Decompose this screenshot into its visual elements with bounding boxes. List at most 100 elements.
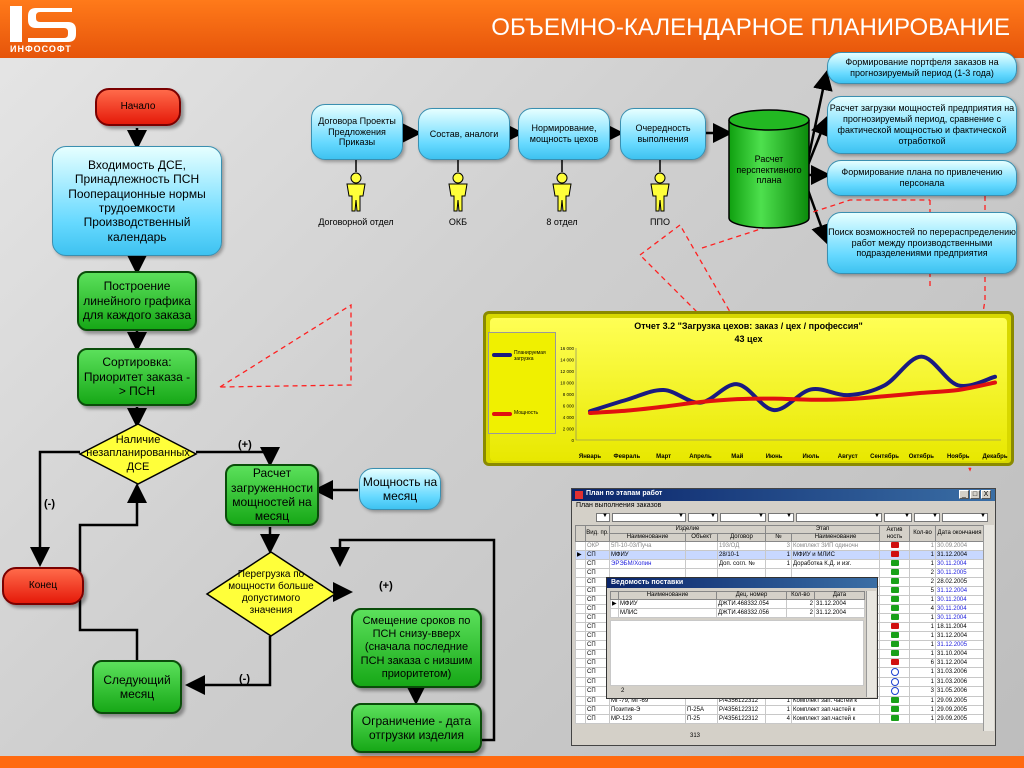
cell-active[interactable]	[879, 568, 911, 578]
cell-active[interactable]	[879, 595, 911, 605]
cell-active[interactable]	[879, 704, 911, 715]
row-marker[interactable]	[575, 667, 586, 678]
cell-active[interactable]	[879, 541, 911, 551]
cell-date[interactable]: 31.12.2004	[935, 586, 985, 596]
cell-qty[interactable]: 4	[909, 604, 937, 614]
row-marker[interactable]	[575, 559, 586, 569]
modal-cell-name[interactable]: МЛИС	[618, 608, 717, 618]
filter-qty[interactable]	[914, 513, 940, 522]
cell-vid[interactable]: СП	[585, 704, 610, 715]
col-num[interactable]: №	[765, 533, 793, 542]
cell-date[interactable]: 31.12.2004	[935, 550, 985, 560]
cell-active[interactable]	[879, 613, 911, 623]
cell-date[interactable]: 31.03.2006	[935, 667, 985, 678]
cell-object[interactable]	[685, 541, 718, 551]
cell-object[interactable]: П-25	[685, 713, 718, 724]
cell-qty[interactable]: 1	[909, 631, 937, 641]
cell-qty[interactable]: 1	[909, 704, 937, 715]
modal-titlebar[interactable]	[607, 578, 877, 588]
modal-cell-date[interactable]: 31.12.2004	[814, 608, 865, 618]
cell-qty[interactable]: 1	[909, 695, 937, 706]
row-marker[interactable]	[575, 577, 586, 587]
col-contract[interactable]: Договор	[716, 533, 767, 542]
modal-scrollbar[interactable]	[866, 591, 876, 697]
cell-active[interactable]	[879, 577, 911, 587]
row-marker[interactable]	[575, 686, 586, 697]
col-active[interactable]: Актив ность	[879, 525, 911, 542]
cell-active[interactable]	[879, 604, 911, 614]
cell-num[interactable]: 1	[765, 704, 793, 715]
cell-active[interactable]	[879, 559, 911, 569]
cell-date[interactable]: 30.11.2004	[935, 595, 985, 605]
cell-qty[interactable]: 1	[909, 541, 937, 551]
row-marker[interactable]	[575, 595, 586, 605]
cell-vid[interactable]: СП	[585, 713, 610, 724]
cell-date[interactable]: 30.11.2004	[935, 604, 985, 614]
cell-date[interactable]: 31.03.2006	[935, 676, 985, 688]
window-titlebar[interactable]	[572, 489, 995, 501]
filter-object[interactable]	[688, 513, 718, 522]
cell-date[interactable]: 30.09.2004	[935, 541, 985, 551]
cell-name[interactable]: Позитив-Э	[609, 704, 686, 715]
cell-object[interactable]	[685, 559, 718, 569]
cell-name[interactable]: МФИУ	[609, 550, 686, 560]
cell-qty[interactable]: 1	[909, 595, 937, 605]
cell-date[interactable]: 29.09.2005	[935, 695, 985, 706]
cell-date[interactable]: 29.09.2005	[935, 704, 985, 715]
modal-cell-date[interactable]: 31.12.2004	[814, 599, 865, 609]
cell-object[interactable]: П-25А	[685, 704, 718, 715]
cell-qty[interactable]: 2	[909, 568, 937, 578]
vertical-scrollbar[interactable]	[983, 525, 994, 731]
modal-cell-qty[interactable]: 2	[786, 599, 815, 609]
filter-contract[interactable]	[720, 513, 766, 522]
col-date[interactable]: Дата окончания	[935, 525, 985, 542]
col-qty[interactable]: Кол-во	[909, 525, 937, 542]
filter-num[interactable]	[768, 513, 794, 522]
modal-col-name[interactable]: Наименование	[618, 591, 717, 600]
cell-active[interactable]	[879, 640, 911, 650]
cell-vid[interactable]: ОКР	[585, 541, 610, 551]
cell-qty[interactable]: 1	[909, 676, 937, 688]
modal-col-qty[interactable]: Кол-во	[786, 591, 815, 600]
cell-active[interactable]	[879, 667, 911, 678]
row-marker[interactable]	[575, 622, 586, 632]
row-marker[interactable]	[575, 640, 586, 650]
row-marker[interactable]: ▶	[575, 550, 586, 560]
cell-active[interactable]	[879, 713, 911, 724]
cell-vid[interactable]: СП	[585, 559, 610, 569]
cell-active[interactable]	[879, 658, 911, 668]
cell-active[interactable]	[879, 586, 911, 596]
col-name[interactable]: Наименование	[609, 533, 686, 542]
cell-qty[interactable]: 6	[909, 658, 937, 668]
cell-date[interactable]: 18.11.2004	[935, 622, 985, 632]
cell-contract[interactable]: Р/4356122312	[716, 704, 767, 715]
cell-active[interactable]	[879, 695, 911, 706]
cell-num[interactable]: 1	[765, 550, 793, 560]
plan-window[interactable]: План по этапам работ _ □ X План выполнен…	[571, 488, 996, 746]
filter-date[interactable]	[942, 513, 988, 522]
col-vid[interactable]: Вид. пр.	[585, 525, 610, 542]
cell-stage[interactable]: Комплект зап.частей к	[791, 713, 881, 724]
minimize-button[interactable]: _	[959, 490, 969, 499]
row-marker[interactable]	[575, 676, 586, 688]
cell-active[interactable]	[879, 550, 911, 560]
row-marker[interactable]	[575, 613, 586, 623]
col-stage-name[interactable]: Наименование	[791, 533, 881, 542]
filter-name[interactable]	[612, 513, 686, 522]
cell-date[interactable]: 30.11.2004	[935, 559, 985, 569]
row-marker[interactable]	[575, 695, 586, 706]
row-marker[interactable]	[575, 704, 586, 715]
modal-col-dec[interactable]: Дец. номер	[716, 591, 787, 600]
filter-active[interactable]	[884, 513, 912, 522]
row-marker[interactable]	[575, 541, 586, 551]
cell-qty[interactable]: 1	[909, 559, 937, 569]
close-button[interactable]: X	[981, 490, 991, 499]
cell-stage[interactable]: МФИУ и МЛИС	[791, 550, 881, 560]
row-marker[interactable]	[575, 713, 586, 724]
cell-date[interactable]: 30.11.2004	[935, 613, 985, 623]
